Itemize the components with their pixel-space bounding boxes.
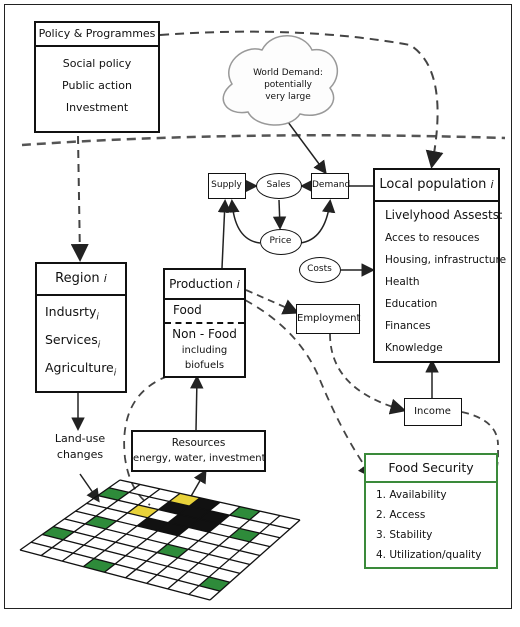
food-security-box: Food Security 1. Availability 2. Access … — [364, 453, 498, 569]
livelihood-item: Housing, infrastructure — [385, 254, 507, 266]
price-label: Price — [269, 236, 292, 246]
policy-to-region-arrow — [70, 135, 89, 262]
food-divider — [165, 322, 244, 324]
sales-node: Sales — [256, 173, 302, 199]
policy-item: Social policy — [62, 57, 132, 70]
worlddemand-to-demand-arrow — [284, 117, 327, 175]
region-item: Indusrtyi — [45, 304, 99, 323]
employment-to-income-arrow — [329, 333, 407, 415]
demand-box: Demand — [311, 173, 351, 199]
livelihood-item: Health — [385, 276, 420, 288]
resources-sub: energy, water, investment — [133, 453, 266, 464]
policy-title: Policy & Programmes — [36, 23, 158, 47]
policy-item: Public action — [62, 79, 132, 92]
supply-label: Supply — [211, 180, 242, 190]
price-to-demand-arrow — [299, 199, 336, 244]
livelihood-item: Finances — [385, 320, 431, 332]
production-title: Production i — [165, 270, 244, 300]
livelihood-item: Education — [385, 298, 438, 310]
landuse-to-grid-arrow — [79, 473, 100, 503]
food-security-item: 2. Access — [376, 509, 426, 521]
production-including: including — [181, 345, 228, 356]
local-population-title: Local population i — [375, 170, 498, 202]
sales-to-price-arrow — [272, 199, 287, 230]
figure-frame — [4, 4, 512, 609]
food-security-item: 1. Availability — [376, 489, 447, 501]
employment-label: Employment — [297, 313, 361, 324]
food-security-title: Food Security — [366, 455, 496, 483]
livelihood-item: Acces to resouces — [385, 232, 480, 244]
region-box: Region i Indusrtyi Servicesi Agriculture… — [35, 262, 127, 393]
costs-label: Costs — [307, 264, 332, 274]
resources-box: Resources energy, water, investment — [131, 430, 266, 472]
price-to-supply-arrow — [226, 199, 261, 244]
policy-item: Investment — [65, 101, 129, 114]
income-box: Income — [404, 398, 462, 426]
world-demand-line: potentially — [264, 80, 312, 90]
production-biofuels: biofuels — [184, 360, 225, 371]
livelihood-item: Knowledge — [385, 342, 443, 354]
region-item: Agriculturei — [45, 360, 117, 379]
region-item: Servicesi — [45, 332, 101, 351]
employment-box: Employment — [296, 304, 360, 334]
policy-to-population-arrow — [159, 30, 444, 169]
local-population-box: Local population i Livelyhood Assests: A… — [373, 168, 506, 363]
demand-label: Demand — [312, 180, 351, 190]
world-demand-line: World Demand: — [253, 68, 323, 78]
production-to-employment-arrow — [245, 289, 300, 315]
region-title: Region i — [37, 264, 125, 296]
income-to-foodsecurity-arrow — [461, 411, 499, 446]
world-demand-line: very large — [265, 92, 311, 102]
landuse-label: changes — [56, 448, 104, 461]
sales-label: Sales — [266, 180, 291, 190]
food-security-item: 3. Stability — [376, 529, 433, 541]
production-to-supply-arrow — [217, 199, 232, 269]
price-node: Price — [260, 229, 302, 255]
production-nonfood: Non - Food — [172, 327, 237, 341]
policy-box: Policy & Programmes Social policy Public… — [34, 21, 160, 133]
resources-to-production-arrow — [190, 375, 204, 431]
income-label: Income — [414, 406, 451, 417]
food-security-item: 4. Utilization/quality — [376, 549, 482, 561]
landuse-label: Land-use — [54, 432, 106, 445]
livelihood-subtitle: Livelyhood Assests: — [385, 208, 504, 222]
resources-title: Resources — [171, 437, 226, 449]
separator-line — [21, 133, 506, 147]
production-food: Food — [173, 303, 202, 317]
grid-to-resources-arrow — [189, 469, 207, 499]
costs-node: Costs — [299, 257, 341, 283]
supply-box: Supply — [208, 173, 246, 199]
production-box: Production i Food Non - Food including b… — [163, 268, 246, 378]
